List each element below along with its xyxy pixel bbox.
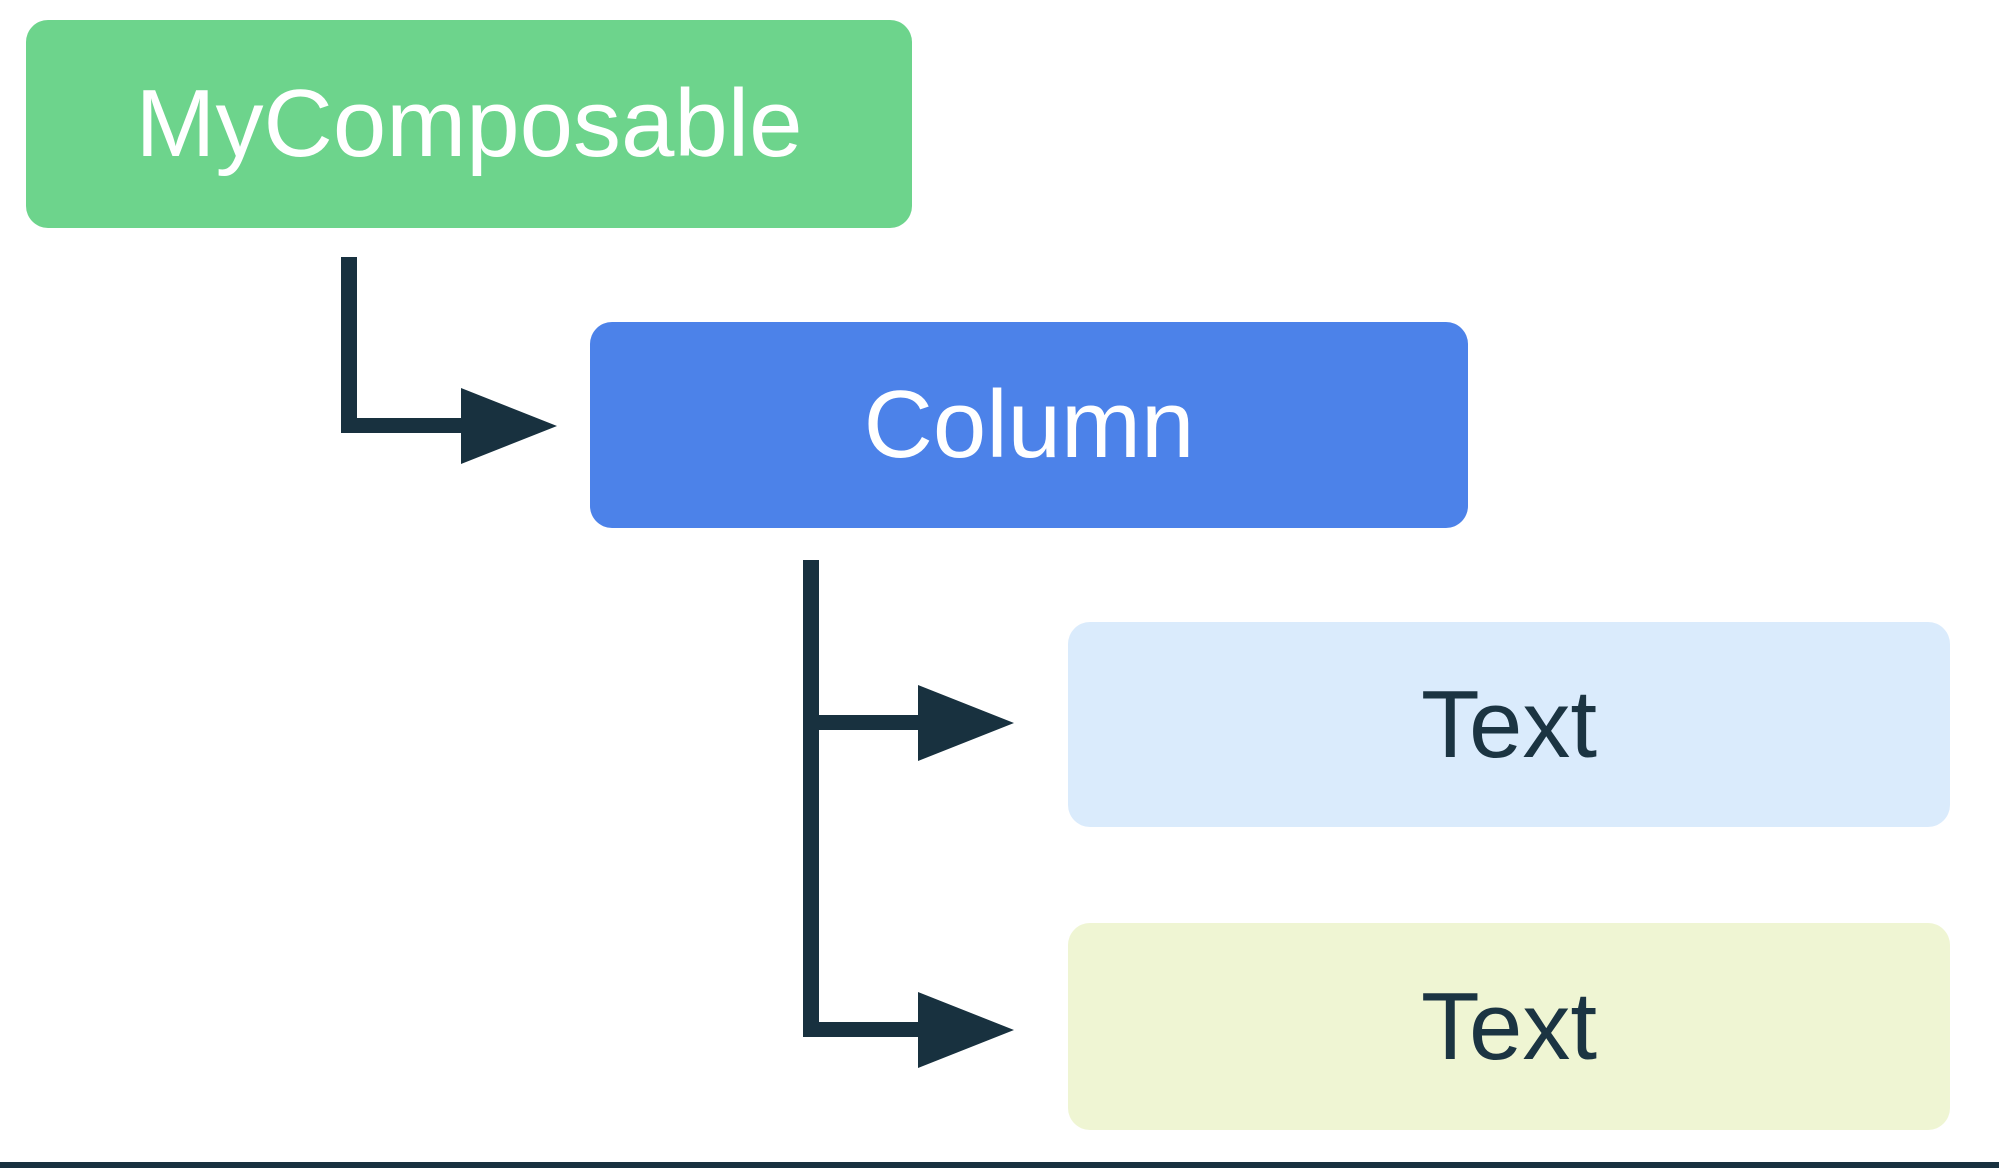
node-column: Column [590, 322, 1468, 528]
connector-column-children-vline [803, 560, 819, 1037]
arrow-right-icon [918, 685, 1014, 761]
node-column-label: Column [863, 371, 1195, 478]
connector-mycomposable-column-vline [341, 257, 357, 433]
connector-column-text2-hline [803, 1022, 920, 1037]
bottom-border-line [0, 1162, 1999, 1168]
node-mycomposable-label: MyComposable [135, 70, 803, 177]
connector-column-text1-hline [803, 715, 920, 730]
node-text-1-label: Text [1420, 670, 1598, 778]
node-text-2: Text [1068, 923, 1950, 1130]
arrow-right-icon [918, 992, 1014, 1068]
node-text-2-label: Text [1420, 972, 1598, 1080]
arrow-right-icon [461, 388, 557, 464]
node-text-1: Text [1068, 622, 1950, 827]
node-mycomposable: MyComposable [26, 20, 912, 228]
connector-mycomposable-column-hline [341, 418, 463, 433]
